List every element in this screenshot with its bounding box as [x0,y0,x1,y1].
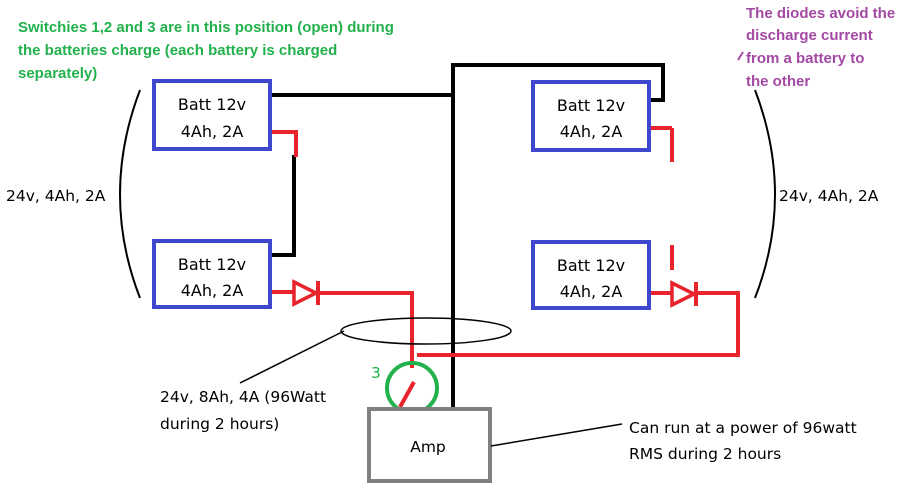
battery-3-line1: Batt 12v [557,96,625,115]
amp-box [367,407,492,483]
combined-pointer-line [239,330,345,384]
right-bracket [754,89,776,299]
diode-note-line1: The diodes avoid the [746,5,895,22]
battery-4-line2: 4Ah, 2A [560,282,623,301]
diode-note-line2: discharge current [746,27,873,44]
black-wires [271,63,665,410]
amp-note-line1: Can run at a power of 96watt [629,419,857,437]
left-bracket [119,89,141,299]
wire-left-series [271,155,296,257]
battery-2-box [152,239,272,309]
battery-4-box [531,240,651,310]
diode-note-line4: the other [746,73,810,90]
battery-1-line2: 4Ah, 2A [181,122,244,141]
diode-note-line3: from a battery to [746,50,864,67]
battery-3-box [531,80,651,152]
right-pack-label: 24v, 4Ah, 2A [779,187,879,205]
battery-1-box [152,79,272,151]
amp-note-line2: RMS during 2 hours [629,445,781,463]
amp-label: Amp [410,438,446,456]
switch-note-line1: Switchies 1,2 and 3 are in this position… [18,19,394,36]
switch-3-label: 3 [371,364,381,382]
diode-note-tick [737,51,744,61]
amp-pointer-line [490,423,623,447]
combined-label-line2: during 2 hours) [160,415,279,433]
wire-top-right [451,63,665,102]
combined-output-ellipse [340,317,512,345]
wire-batt1-pos [271,130,298,157]
battery-4-line1: Batt 12v [557,256,625,275]
combined-label-line1: 24v, 8Ah, 4A (96Watt [160,388,326,406]
diode-right [670,280,698,308]
switch-note-line3: separately) [18,65,97,82]
wire-left-diode-out [318,291,414,368]
diode-left [292,279,320,307]
wire-right-diode-out [417,291,740,357]
battery-3-line2: 4Ah, 2A [560,122,623,141]
battery-1-line1: Batt 12v [178,95,246,114]
left-pack-label: 24v, 4Ah, 2A [6,187,106,205]
red-wires [271,126,740,408]
battery-2-line1: Batt 12v [178,255,246,274]
wire-switch-blade [398,381,416,408]
switch-note-line2: the batteries charge (each battery is ch… [18,42,337,59]
battery-2-line2: 4Ah, 2A [181,281,244,300]
